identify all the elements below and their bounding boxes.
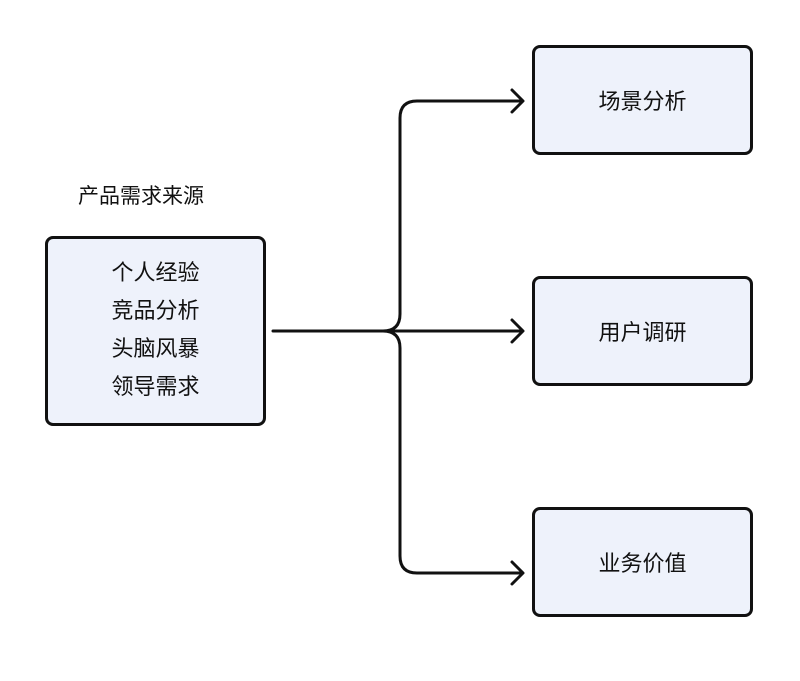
target-box-business-value: 业务价值	[532, 507, 753, 617]
target-label-user-research: 用户调研	[598, 321, 687, 346]
branch-to-scene-analysis	[381, 99, 524, 333]
arrowhead-business-value	[510, 560, 525, 586]
source-item-leadership-requirements: 领导需求	[111, 375, 200, 400]
source-caption: 产品需求来源	[78, 184, 204, 208]
target-box-scene-analysis: 场景分析	[532, 45, 753, 155]
arrowhead-user-research	[510, 318, 525, 344]
source-item-personal-experience: 个人经验	[111, 261, 200, 286]
source-item-brainstorming: 头脑风暴	[111, 337, 200, 362]
target-label-business-value: 业务价值	[598, 552, 687, 577]
source-item-competitor-analysis: 竞品分析	[111, 299, 200, 324]
branch-to-business-value	[381, 329, 524, 575]
source-box: 个人经验 竞品分析 头脑风暴 领导需求	[45, 236, 266, 426]
target-box-user-research: 用户调研	[532, 276, 753, 386]
target-label-scene-analysis: 场景分析	[598, 90, 687, 115]
arrowhead-scene-analysis	[510, 88, 525, 114]
